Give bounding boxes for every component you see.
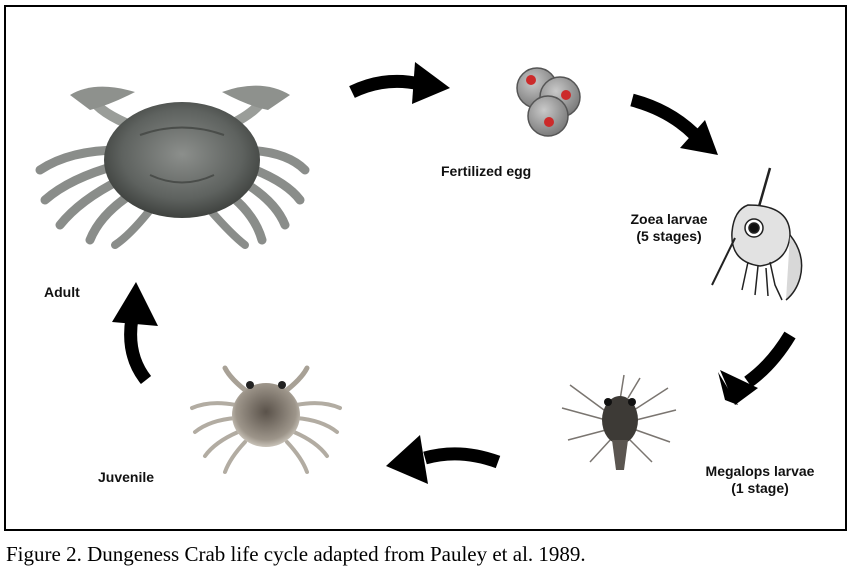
cycle-arrow-icon: [632, 100, 718, 155]
stage-label-juvenile: Juvenile: [98, 469, 154, 486]
stage-label-megalops-count: (1 stage): [695, 480, 825, 497]
cycle-arrow-icon: [386, 435, 498, 484]
stage-label-adult: Adult: [44, 284, 80, 301]
stage-label-zoea-count: (5 stages): [614, 228, 724, 245]
adult-crab-icon: [40, 86, 305, 245]
cycle-arrow-icon: [352, 62, 450, 104]
megalops-larva-icon: [562, 375, 676, 470]
stage-label-megalops: Megalops larvae (1 stage): [695, 463, 825, 497]
cycle-arrow-icon: [718, 335, 790, 405]
cycle-arrow-icon: [112, 282, 158, 380]
stage-label-fertilized-egg: Fertilized egg: [441, 163, 531, 180]
stage-label-megalops-name: Megalops larvae: [695, 463, 825, 480]
juvenile-crab-icon: [192, 368, 340, 472]
stage-label-zoea: Zoea larvae (5 stages): [614, 211, 724, 245]
stage-label-zoea-name: Zoea larvae: [614, 211, 724, 228]
figure-caption: Figure 2. Dungeness Crab life cycle adap…: [6, 542, 586, 567]
zoea-larva-icon: [712, 168, 802, 300]
fertilized-egg-icon: [517, 68, 580, 136]
